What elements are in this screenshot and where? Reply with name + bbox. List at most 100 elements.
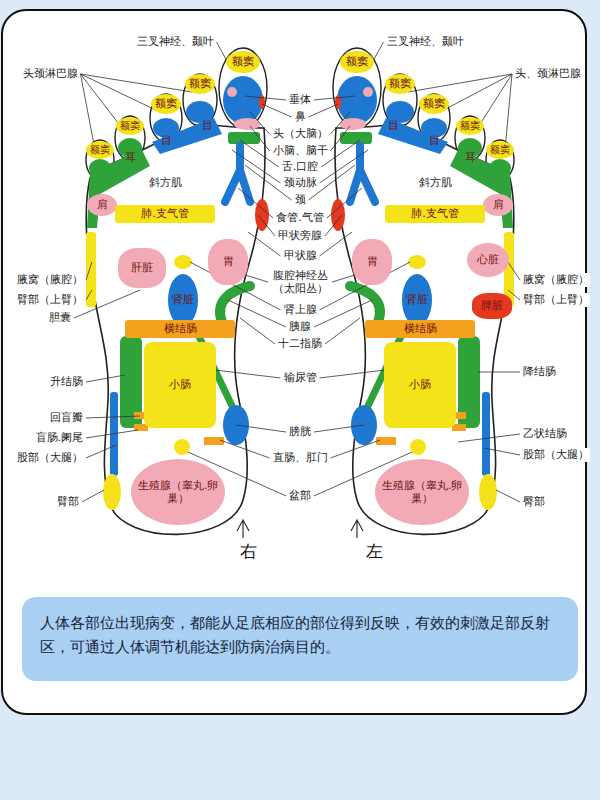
part-label: 垂体: [288, 93, 312, 106]
reflex-zone: 胃: [208, 239, 248, 285]
leader-line: [86, 445, 116, 458]
right-foot: [86, 48, 269, 538]
reflex-zone: 肺.支气管: [115, 205, 215, 223]
leader-line: [320, 232, 353, 256]
reflex-zone: 生殖腺（睾丸.卵巢）: [375, 459, 469, 525]
leader-line: [238, 188, 273, 218]
part-label: 盲肠.阑尾: [35, 431, 85, 444]
reflex-zone: 胃: [352, 239, 392, 285]
zone-label: 额窦: [460, 120, 480, 132]
part-label: 三叉神经、颞叶: [136, 35, 215, 48]
leader-line: [314, 300, 372, 327]
reflex-zone: 心脏: [467, 243, 509, 277]
left-foot: [331, 48, 514, 538]
part-label: 臂部: [56, 495, 80, 508]
part-label: 甲状腺: [283, 249, 318, 262]
reflex-zone: 额窦: [151, 94, 181, 114]
zone-label: 肩: [97, 198, 108, 211]
zone-label: 额窦: [120, 120, 140, 132]
reflex-zone: 肝脏: [118, 248, 166, 288]
rectum-zone: [204, 437, 224, 445]
zone-label: 肺.支气管: [411, 207, 459, 220]
zone-label: 额窦: [389, 77, 411, 90]
leader-line: [220, 440, 270, 458]
foot-side-label: 右: [239, 541, 258, 561]
part-label: 升结肠: [49, 375, 84, 388]
zone-label: 额窦: [232, 55, 254, 68]
leader-line: [250, 126, 270, 151]
eye-band: [152, 118, 222, 154]
zone-label: 横结肠: [404, 322, 437, 335]
part-label: 腹腔神经丛（太阳丛）: [270, 269, 330, 295]
leader-line: [240, 318, 275, 344]
bladder-zone: [223, 405, 249, 445]
reflex-zone: 额窦: [226, 51, 260, 73]
reflex-zone: 额窦: [86, 141, 114, 159]
zone-label: 胃: [367, 255, 378, 268]
part-label: 食管.气管: [275, 211, 325, 224]
reflex-zone: 额窦: [385, 74, 415, 94]
part-label: 耳: [124, 151, 137, 164]
part-label: 目: [201, 119, 214, 132]
zone-label: 横结肠: [164, 322, 197, 335]
part-label: 甲状旁腺: [277, 229, 323, 242]
zone-label: 脾脏: [481, 299, 503, 312]
leader-line: [331, 440, 381, 458]
leader-line: [228, 300, 286, 327]
part-label: 小脑、脑干: [272, 144, 329, 157]
neck-zone: [228, 132, 260, 144]
zone-label: 生殖腺（睾丸.卵巢）: [133, 479, 223, 505]
zone-label: 心脏: [477, 253, 499, 266]
part-label: 鼻: [294, 110, 307, 123]
reflex-zone: 肩: [483, 194, 513, 216]
part-label: 颈动脉: [283, 176, 318, 189]
leader-line: [325, 215, 342, 236]
reflex-zone: 脾脏: [472, 293, 512, 319]
part-label: 臂部（上臂）: [16, 293, 84, 306]
part-label: 腋窝（腋腔）: [16, 273, 84, 286]
leader-line: [82, 490, 104, 502]
part-label: 头颈淋巴腺: [22, 67, 79, 80]
leader-line: [505, 74, 512, 150]
part-label: 臂部（上臂）: [522, 293, 590, 306]
part-label: 臀部: [522, 495, 546, 508]
leader-line: [508, 262, 520, 280]
part-label: 目: [387, 119, 400, 132]
zone-label: 额窦: [189, 77, 211, 90]
reflex-zone: 肩: [87, 194, 117, 216]
reflex-zone: 肺.支气管: [385, 205, 485, 223]
toe: [183, 74, 217, 126]
part-label: 斜方肌: [148, 176, 183, 189]
zone-label: 额窦: [490, 144, 510, 156]
part-label: 腋窝（腋腔）: [522, 273, 590, 286]
leader-line: [215, 370, 281, 378]
adrenal-zone: [174, 255, 192, 269]
leader-line: [309, 104, 339, 117]
zone-label: 额窦: [90, 144, 110, 156]
reflex-zone: 小肠: [384, 342, 456, 428]
caption-box: 人体各部位出现病变，都能从足底相应的部位得到反映，有效的刺激足部反射区，可通过人…: [22, 597, 578, 681]
part-label: 头（大脑）: [272, 127, 329, 140]
leader-line: [331, 112, 351, 134]
arm-zone: [86, 232, 96, 307]
leader-line: [478, 372, 520, 373]
reflex-zone: 额窦: [185, 74, 215, 94]
part-label: 肾上腺: [283, 303, 318, 316]
part-label: 膀胱: [288, 425, 312, 438]
zone-label: 小肠: [169, 378, 191, 391]
leader-line: [440, 74, 512, 112]
panel: [2, 10, 586, 714]
part-label: 目: [160, 134, 173, 147]
reflex-zone: 小肠: [144, 342, 216, 428]
part-label: 颈: [294, 193, 307, 206]
reflex-zone: 肾脏: [402, 274, 432, 326]
leader-line: [86, 416, 140, 418]
leader-line: [327, 188, 362, 218]
part-label: 胰腺: [288, 320, 312, 333]
reflex-zone: 额窦: [456, 117, 484, 135]
zone-label: 额窦: [155, 97, 177, 110]
reflex-zone: 额窦: [116, 117, 144, 135]
part-label: 股部（大腿）: [522, 448, 590, 461]
nose-zone: [259, 95, 265, 109]
foot-side-label: 左: [365, 541, 384, 561]
